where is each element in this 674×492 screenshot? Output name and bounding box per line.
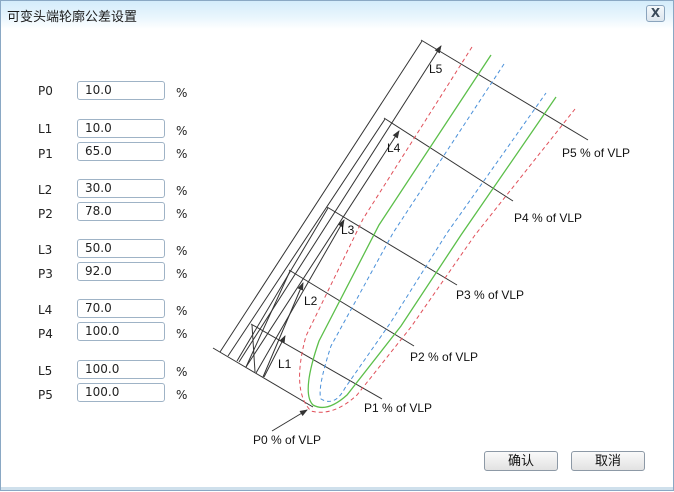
label-l1: L1 [278,357,292,371]
unit-l1: % [176,124,188,138]
label-p0-vlp: P0 % of VLP [253,433,321,447]
close-icon: X [650,6,661,20]
label-p2-vlp: P2 % of VLP [410,350,478,364]
l1-input[interactable]: 10.0 [77,119,165,138]
ok-button[interactable]: 确认 [484,451,558,471]
unit-p4: % [176,327,188,341]
label-p0: P0 [38,84,53,98]
p2-input[interactable]: 78.0 [77,202,165,221]
p0-input[interactable]: 10.0 [77,81,165,100]
p1-input[interactable]: 65.0 [77,142,165,161]
dialog-title: 可变头端轮廓公差设置 [7,10,138,25]
label-l5: L5 [38,364,53,378]
label-l2: L2 [38,183,53,197]
unit-p0: % [176,86,188,100]
unit-l2: % [176,184,188,198]
label-p1: P1 [38,147,53,161]
unit-p5: % [176,388,188,402]
label-p3-vlp: P3 % of VLP [456,288,524,302]
label-l3: L3 [341,223,355,237]
label-l5: L5 [429,62,443,76]
label-l2: L2 [304,294,318,308]
close-button[interactable]: X [646,5,665,22]
p5-input[interactable]: 100.0 [77,383,165,402]
cancel-button[interactable]: 取消 [571,451,645,471]
p3-input[interactable]: 92.0 [77,262,165,281]
l2-input[interactable]: 30.0 [77,179,165,198]
unit-l5: % [176,365,188,379]
label-p3: P3 [38,267,53,281]
label-l4: L4 [38,303,53,317]
l5-input[interactable]: 100.0 [77,360,165,379]
label-l1: L1 [38,122,53,136]
label-p5: P5 [38,388,53,402]
label-l3: L3 [38,243,53,257]
l3-input[interactable]: 50.0 [77,239,165,258]
p4-input[interactable]: 100.0 [77,322,165,341]
bottom-border [1,487,673,490]
unit-p1: % [176,147,188,161]
unit-p2: % [176,207,188,221]
label-p4-vlp: P4 % of VLP [514,211,582,225]
l4-input[interactable]: 70.0 [77,299,165,318]
title-bar: 可变头端轮廓公差设置 X [1,1,673,29]
label-p2: P2 [38,207,53,221]
unit-l4: % [176,304,188,318]
unit-l3: % [176,244,188,258]
label-p5-vlp: P5 % of VLP [562,146,630,160]
label-p1-vlp: P1 % of VLP [364,401,432,415]
label-p4: P4 [38,327,53,341]
label-l4: L4 [387,141,401,155]
unit-p3: % [176,267,188,281]
